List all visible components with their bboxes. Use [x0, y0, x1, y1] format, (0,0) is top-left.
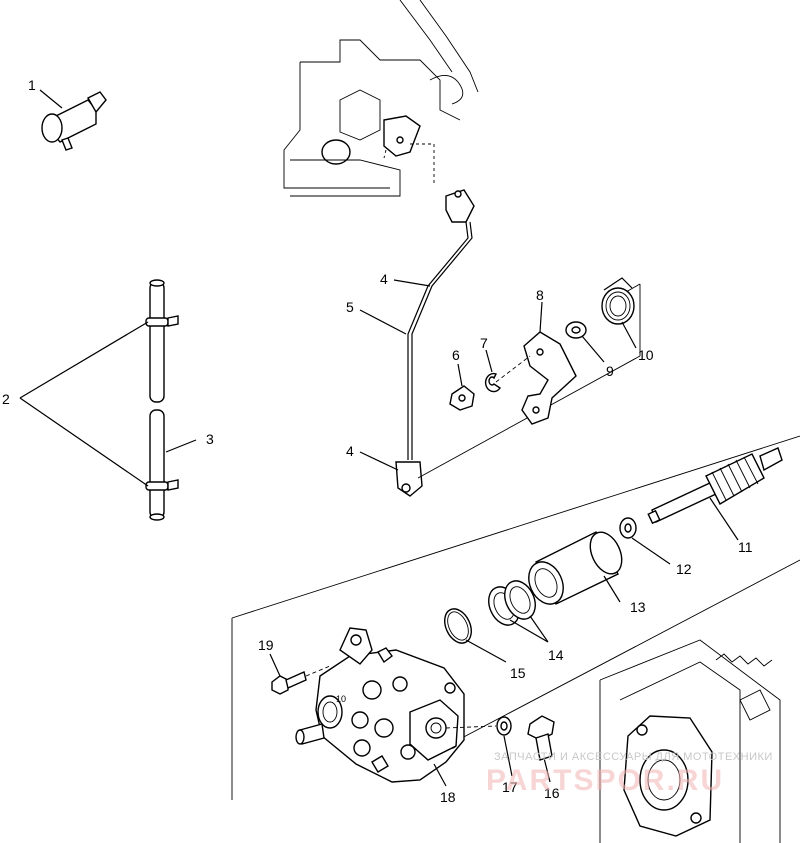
leader-15 — [465, 639, 507, 663]
leader-11 — [709, 497, 739, 541]
leader-4a — [393, 279, 431, 287]
leader-8 — [539, 301, 543, 333]
leader-7 — [485, 349, 493, 373]
watermark-logo: PARTSPOR.RU — [486, 764, 724, 797]
part-3-hose — [149, 279, 165, 521]
watermark-subtitle: ЗАПЧАСТИ И АКСЕССУАРЫ ДЛЯ МОТОТЕХНИКИ — [494, 751, 773, 763]
part-16-screw — [527, 715, 555, 761]
callout-9: 9 — [606, 363, 614, 379]
engine-housing — [283, 0, 479, 197]
callout-4a: 4 — [380, 271, 388, 287]
callout-13: 13 — [630, 599, 646, 615]
callout-17: 17 — [502, 779, 518, 795]
callout-7: 7 — [480, 335, 488, 351]
callout-4b: 4 — [346, 443, 354, 459]
part-10-spring — [601, 277, 635, 325]
part-5-rod — [407, 221, 473, 460]
callout-3: 3 — [206, 431, 214, 447]
leader-1 — [39, 89, 63, 109]
part-1-fitting — [41, 91, 107, 151]
part-15-o-ring — [444, 608, 472, 644]
callout-14: 14 — [548, 647, 564, 663]
part-6-nut — [449, 385, 475, 411]
leader-14a — [509, 619, 549, 643]
callout-16: 16 — [544, 785, 560, 801]
callout-19: 19 — [258, 637, 274, 653]
callout-6: 6 — [452, 347, 460, 363]
leader-2a — [19, 321, 149, 399]
callout-11: 11 — [738, 539, 753, 555]
leader-18 — [433, 763, 447, 787]
leader-19 — [269, 653, 281, 677]
callout-8: 8 — [536, 287, 544, 303]
leader-5 — [359, 309, 407, 335]
callout-2: 2 — [2, 391, 10, 407]
part-2-clamps — [145, 315, 179, 491]
part-7-e-clip — [484, 372, 501, 393]
leader-4b — [359, 451, 399, 471]
callout-10: 10 — [638, 347, 654, 363]
callout-12: 12 — [676, 561, 692, 577]
part-8-bracket — [521, 331, 577, 425]
leader-9 — [581, 335, 605, 363]
part-19-bolt — [271, 671, 307, 695]
part-11-shaft-gear — [647, 447, 783, 525]
leader-12 — [631, 537, 671, 565]
leader-2b — [19, 397, 149, 487]
part-18-pump: 10 — [295, 627, 465, 783]
callout-15: 15 — [510, 665, 526, 681]
part-14-seals — [488, 580, 536, 626]
leader-16 — [543, 757, 551, 783]
callout-1: 1 — [28, 77, 36, 93]
part-12-washer — [619, 517, 637, 539]
part-17-washer — [496, 716, 512, 736]
leader-6 — [457, 363, 463, 387]
svg-text:10: 10 — [336, 694, 346, 704]
part-9-washer — [565, 321, 587, 339]
part-4-bottom-connector — [395, 461, 423, 497]
leader-3 — [165, 439, 197, 453]
part-13-sleeve — [528, 531, 623, 605]
part-4-top-connector — [445, 189, 475, 223]
leader-10 — [621, 321, 637, 349]
leader-14b — [529, 615, 549, 643]
callout-5: 5 — [346, 299, 354, 315]
callout-18: 18 — [440, 789, 456, 805]
leader-13 — [603, 575, 621, 603]
leader-17 — [503, 735, 513, 777]
engine-case — [599, 639, 781, 843]
